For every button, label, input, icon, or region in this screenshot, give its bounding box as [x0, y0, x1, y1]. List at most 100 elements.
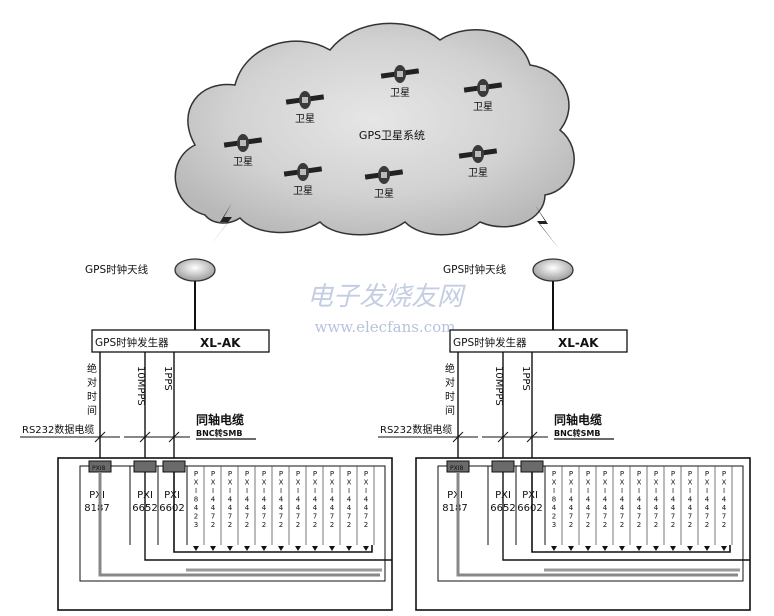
module-label-line2: 8187	[442, 503, 467, 514]
slot-char: P	[586, 470, 590, 478]
slot-char: 7	[654, 513, 658, 521]
slot-char: P	[279, 470, 283, 478]
slot-char: X	[347, 479, 352, 487]
slot-char: 4	[330, 496, 335, 504]
watermark: 电子发烧友网 www.elecfans.com	[307, 282, 466, 336]
slot-char: 4	[330, 504, 335, 512]
satellite-icon	[285, 91, 325, 109]
satellite-label: 卫星	[473, 101, 493, 113]
pxi-chassis	[57, 457, 393, 611]
gps-antenna-icon	[174, 258, 216, 330]
slot-char: 4	[262, 504, 267, 512]
slot-char: 2	[569, 521, 573, 529]
slot-char: 2	[364, 521, 368, 529]
slot-char: 4	[569, 496, 574, 504]
slot-char: 4	[722, 504, 727, 512]
slot-char: 7	[637, 513, 641, 521]
slot-char: P	[313, 470, 317, 478]
slot-char: I	[706, 487, 708, 495]
slot-char: 4	[245, 496, 250, 504]
slot-char: P	[330, 470, 334, 478]
slot-char: 4	[705, 496, 710, 504]
port-label: PXI8	[92, 465, 105, 472]
slot-char: X	[279, 479, 284, 487]
slot-char: P	[296, 470, 300, 478]
slot-char: 2	[228, 521, 232, 529]
port-label: PXI8	[450, 465, 463, 472]
slot-char: 4	[705, 504, 710, 512]
signal-char: 间	[87, 404, 97, 417]
slot-char: 4	[637, 496, 642, 504]
slot-char: I	[348, 487, 350, 495]
slot-char: X	[620, 479, 625, 487]
slot-char: 7	[245, 513, 249, 521]
slot-char: 7	[671, 513, 675, 521]
slot-char: 4	[654, 496, 659, 504]
slot-char: P	[637, 470, 641, 478]
pxi-port	[133, 460, 157, 473]
slot-char: I	[570, 487, 572, 495]
gps-system-label: GPS卫星系统	[359, 129, 425, 142]
slot-char: 4	[279, 504, 284, 512]
slot-char: 4	[313, 504, 318, 512]
slot-char: 4	[364, 504, 369, 512]
slot-char: 7	[569, 513, 573, 521]
slot-char: 4	[620, 496, 625, 504]
signal-char: 时	[445, 391, 455, 403]
slot-char: 4	[688, 504, 693, 512]
antenna-label: GPS时钟天线	[85, 263, 149, 276]
slot-char: I	[246, 487, 248, 495]
clock-generator-box	[91, 329, 270, 353]
satellite-label: 卫星	[374, 188, 394, 200]
slot-char: 4	[722, 496, 727, 504]
watermark-url: www.elecfans.com	[315, 318, 456, 336]
slot-char: P	[620, 470, 624, 478]
slot-char: I	[638, 487, 640, 495]
slot-char: I	[212, 487, 214, 495]
satellite-label: 卫星	[295, 113, 315, 125]
satellite-label: 卫星	[390, 87, 410, 99]
module-label-line2: 8187	[84, 503, 109, 514]
signal-10mpps: 10MPPS	[493, 366, 504, 406]
signal-char: 绝	[445, 362, 455, 375]
slot-char: 7	[705, 513, 709, 521]
slot-char: 4	[603, 496, 608, 504]
slot-char: 4	[228, 496, 233, 504]
slot-char: 4	[211, 504, 216, 512]
slot-char: P	[688, 470, 692, 478]
slot-char: X	[671, 479, 676, 487]
slot-char: 4	[211, 496, 216, 504]
slot-char: X	[245, 479, 250, 487]
slot-char: 2	[705, 521, 709, 529]
slot-char: X	[330, 479, 335, 487]
satellite-cloud: GPS卫星系统 卫星卫星卫星卫星卫星卫星卫星	[174, 22, 575, 236]
module-label-line1: PXI	[164, 490, 180, 501]
slot-char: 4	[245, 504, 250, 512]
slot-char: 2	[722, 521, 726, 529]
slot-char: 7	[347, 513, 351, 521]
slot-char: X	[569, 479, 574, 487]
slot-char: X	[211, 479, 216, 487]
slot-char: I	[604, 487, 606, 495]
slot-char: X	[603, 479, 608, 487]
coax-connector-label: BNC转SMB	[554, 428, 600, 438]
pxi-chassis	[415, 457, 751, 611]
slot-char: 4	[279, 496, 284, 504]
signal-1pps: 1PPS	[520, 366, 531, 391]
slot-char: 2	[347, 521, 351, 529]
generator-label: GPS时钟发生器	[95, 336, 169, 349]
gps-antenna-icon	[532, 258, 574, 330]
slot-char: I	[297, 487, 299, 495]
satellite-icon	[223, 134, 263, 152]
slot-char: 4	[347, 496, 352, 504]
slot-char: P	[262, 470, 266, 478]
slot-char: X	[688, 479, 693, 487]
slot-char: 2	[245, 521, 249, 529]
coax-label: 同轴电缆	[196, 412, 244, 427]
rs232-label: RS232数据电缆	[22, 423, 94, 436]
satellite-label: 卫星	[293, 185, 313, 197]
coax-connector-label: BNC转SMB	[196, 428, 242, 438]
signal-char: 间	[445, 404, 455, 417]
satellite-icon	[463, 79, 503, 97]
